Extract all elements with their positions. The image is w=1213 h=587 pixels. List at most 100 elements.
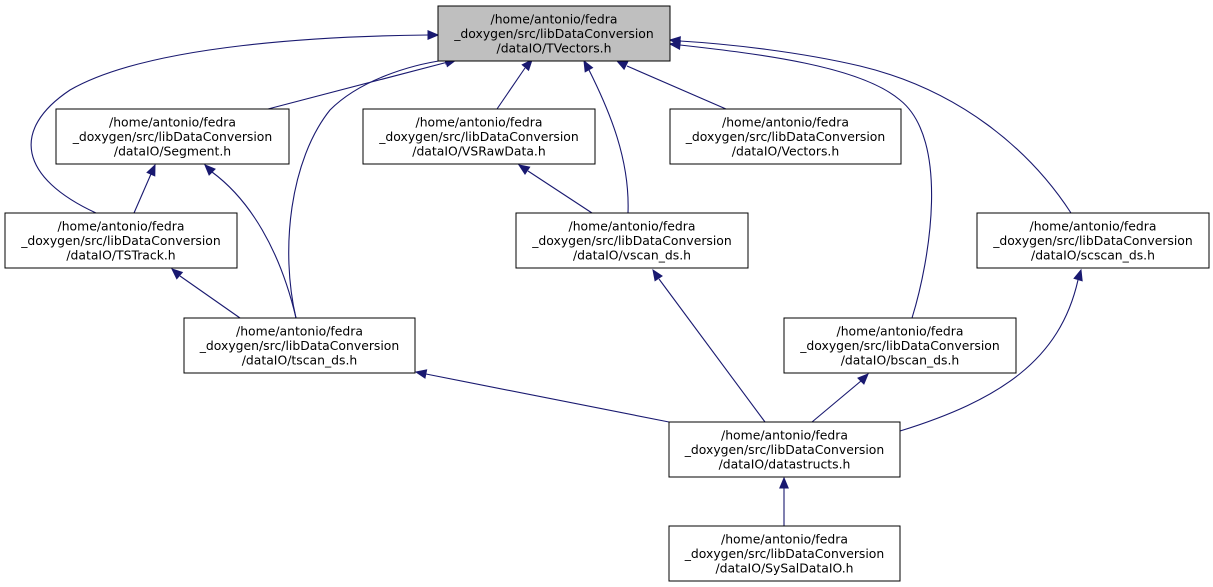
edge-vsrawdata-to-tvectors	[496, 59, 533, 110]
edge-tstrack-to-tvectors	[30, 30, 440, 214]
arrowhead	[668, 40, 681, 50]
edge-datastructs-to-bscan	[811, 373, 869, 423]
edge-tstrack-to-segment	[133, 163, 156, 214]
node-label-line: /home/antonio/fedra	[569, 219, 696, 234]
node-label-line: _doxygen/src/libDataConversion	[199, 338, 400, 353]
edge-line	[588, 69, 629, 214]
node-box[interactable]	[362, 108, 596, 165]
edge-line	[133, 173, 152, 214]
node-label-line: _doxygen/src/libDataConversion	[992, 233, 1193, 248]
node-label-line: /home/antonio/fedra	[1030, 219, 1157, 234]
node-label-line: /home/antonio/fedra	[58, 219, 185, 234]
arrowhead	[583, 59, 594, 73]
edge-datastructs-to-scscan	[899, 268, 1083, 432]
node-box[interactable]	[55, 108, 290, 165]
edge-sysal-to-datastructs	[779, 476, 789, 526]
node-sysal[interactable]: /home/antonio/fedra_doxygen/src/libDataC…	[668, 525, 901, 582]
node-label-line: _doxygen/src/libDataConversion	[684, 442, 885, 457]
node-label-line: _doxygen/src/libDataConversion	[378, 129, 579, 144]
node-vsrawdata[interactable]: /home/antonio/fedra_doxygen/src/libDataC…	[362, 108, 596, 165]
edge-datastructs-to-tscan	[414, 369, 670, 423]
node-label-line: /home/antonio/fedra	[416, 115, 543, 130]
node-vscan[interactable]: /home/antonio/fedra_doxygen/src/libDataC…	[515, 212, 749, 269]
node-label-line: /home/antonio/fedra	[837, 324, 964, 339]
node-label-line: /dataIO/tscan_ds.h	[242, 353, 358, 368]
edge-line	[179, 275, 241, 319]
edge-line	[267, 61, 449, 110]
node-label-line: _doxygen/src/libDataConversion	[799, 338, 1000, 353]
edge-line	[288, 59, 446, 319]
edge-line	[211, 171, 297, 319]
node-label-line: /dataIO/vscan_ds.h	[573, 248, 691, 263]
node-tscan[interactable]: /home/antonio/fedra_doxygen/src/libDataC…	[183, 317, 416, 374]
node-label-line: /dataIO/Segment.h	[114, 144, 231, 159]
node-box[interactable]	[783, 317, 1017, 374]
node-label-line: /home/antonio/fedra	[491, 12, 618, 27]
node-label-line: /dataIO/TSTrack.h	[66, 248, 175, 263]
edge-line	[679, 44, 933, 319]
node-label-line: _doxygen/src/libDataConversion	[685, 129, 886, 144]
node-tstrack[interactable]: /home/antonio/fedra_doxygen/src/libDataC…	[4, 212, 238, 269]
node-label-line: _doxygen/src/libDataConversion	[20, 233, 221, 248]
arrowhead	[779, 476, 789, 489]
edge-vscan-to-vsrawdata	[517, 164, 593, 214]
node-label-line: /dataIO/bscan_ds.h	[841, 353, 960, 368]
node-label-line: _doxygen/src/libDataConversion	[531, 233, 732, 248]
node-label-line: _doxygen/src/libDataConversion	[684, 546, 885, 561]
edge-tscan-to-segment	[204, 164, 297, 319]
edge-line	[30, 34, 429, 214]
node-box[interactable]	[668, 525, 901, 582]
arrowhead	[171, 268, 184, 280]
node-bscan[interactable]: /home/antonio/fedra_doxygen/src/libDataC…	[783, 317, 1017, 374]
node-box[interactable]	[668, 421, 901, 478]
node-label-line: _doxygen/src/libDataConversion	[453, 26, 654, 41]
edge-tscan-to-tvectors	[288, 55, 457, 319]
node-label-line: /dataIO/VSRawData.h	[412, 144, 545, 159]
edge-datastructs-to-vscan	[652, 268, 766, 423]
node-scscan[interactable]: /home/antonio/fedra_doxygen/src/libDataC…	[976, 212, 1210, 269]
node-box[interactable]	[437, 5, 671, 62]
node-label-line: /home/antonio/fedra	[721, 532, 848, 547]
node-vectors[interactable]: /home/antonio/fedra_doxygen/src/libDataC…	[669, 108, 902, 165]
node-box[interactable]	[669, 108, 902, 165]
arrowhead	[652, 268, 663, 282]
arrowhead	[857, 373, 869, 385]
edge-line	[679, 40, 1072, 214]
arrowhead	[427, 30, 440, 40]
edge-line	[496, 67, 526, 110]
node-datastructs[interactable]: /home/antonio/fedra_doxygen/src/libDataC…	[668, 421, 901, 478]
edge-vectors-to-tvectors	[615, 60, 727, 110]
node-segment[interactable]: /home/antonio/fedra_doxygen/src/libDataC…	[55, 108, 290, 165]
node-label-line: /home/antonio/fedra	[109, 115, 236, 130]
node-label-line: /dataIO/Vectors.h	[732, 144, 839, 159]
node-box[interactable]	[515, 212, 749, 269]
edge-tscan-to-tstrack	[171, 268, 241, 319]
arrowhead	[521, 59, 533, 72]
node-box[interactable]	[183, 317, 416, 374]
node-label-line: /dataIO/scscan_ds.h	[1031, 248, 1155, 263]
node-label-line: /home/antonio/fedra	[721, 428, 848, 443]
arrowhead	[517, 164, 531, 175]
edge-line	[811, 380, 862, 423]
edge-line	[527, 170, 593, 214]
arrowhead	[204, 164, 216, 176]
node-label-line: /dataIO/SySalDataIO.h	[715, 561, 853, 576]
edge-vscan-to-tvectors	[583, 59, 629, 214]
arrowhead	[1073, 268, 1083, 282]
edge-line	[899, 279, 1079, 432]
node-box[interactable]	[4, 212, 238, 269]
nodes-layer: /home/antonio/fedra_doxygen/src/libDataC…	[4, 5, 1210, 582]
arrowhead	[414, 369, 428, 379]
node-box[interactable]	[976, 212, 1210, 269]
edge-line	[425, 373, 670, 423]
node-label-line: /dataIO/TVectors.h	[497, 41, 612, 56]
edge-line	[658, 278, 766, 423]
edge-bscan-to-tvectors	[668, 40, 933, 319]
node-tvectors[interactable]: /home/antonio/fedra_doxygen/src/libDataC…	[437, 5, 671, 62]
node-label-line: /home/antonio/fedra	[236, 324, 363, 339]
node-label-line: /home/antonio/fedra	[722, 115, 849, 130]
arrowhead	[146, 163, 156, 177]
node-label-line: _doxygen/src/libDataConversion	[72, 129, 273, 144]
arrowhead	[615, 60, 629, 71]
